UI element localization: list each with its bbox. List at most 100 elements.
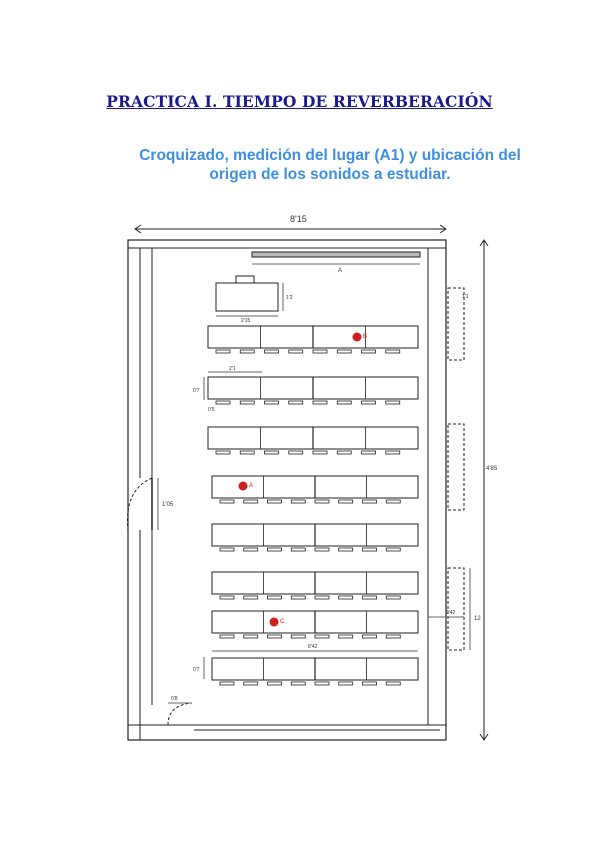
desk-row	[211, 571, 419, 600]
door-label: 1'05	[162, 502, 174, 508]
sound-source-label: A	[249, 483, 253, 489]
sound-source-dot	[269, 617, 279, 627]
chair	[288, 349, 304, 354]
chair	[385, 400, 401, 405]
chair	[215, 450, 231, 455]
chair	[385, 349, 401, 354]
chair	[314, 634, 330, 639]
desk-row	[211, 475, 419, 504]
chair	[385, 595, 401, 600]
height-label: 12	[474, 616, 481, 622]
chair	[239, 450, 255, 455]
desk-row	[207, 426, 419, 455]
row-depth-label: 0'7	[193, 667, 200, 673]
chair	[219, 634, 235, 639]
chair	[288, 400, 304, 405]
chair	[215, 349, 231, 354]
chair	[290, 681, 306, 686]
chair	[267, 634, 282, 639]
chair	[362, 681, 377, 686]
desk-row	[211, 657, 419, 686]
chair	[385, 450, 401, 455]
blackboard	[251, 251, 421, 258]
chair	[362, 547, 377, 552]
chair	[314, 499, 330, 504]
chair	[290, 547, 306, 552]
chair	[243, 681, 259, 686]
chair	[336, 400, 352, 405]
chair	[336, 450, 352, 455]
desk-row	[207, 376, 419, 405]
chair	[362, 634, 377, 639]
chair	[362, 595, 377, 600]
room-outline	[127, 239, 447, 741]
chair	[288, 450, 304, 455]
arrow-down-icon	[479, 733, 489, 741]
window-1	[447, 287, 465, 361]
chair	[312, 450, 328, 455]
chair	[361, 349, 376, 354]
chair	[219, 595, 235, 600]
sound-source-label: C	[280, 619, 285, 625]
chair	[264, 400, 279, 405]
chair	[264, 450, 279, 455]
bottom-door-label: 0'8	[171, 696, 178, 702]
chair	[336, 349, 352, 354]
chair-label: 0'5	[208, 407, 215, 413]
chair	[243, 547, 259, 552]
overall-width-label: 8'15	[290, 214, 307, 224]
subtitle-line-1: Croquizado, medición del lugar (A1) y ub…	[139, 147, 521, 164]
chair	[314, 547, 330, 552]
page-title: PRACTICA I. TIEMPO DE REVERBERACIÓN	[106, 92, 493, 111]
arrow-left-icon	[134, 224, 142, 234]
chair	[290, 595, 306, 600]
chair	[215, 400, 231, 405]
aisle-label: 4'85	[486, 466, 498, 472]
teacher-desk	[215, 282, 279, 312]
chair	[385, 499, 401, 504]
chair	[338, 681, 354, 686]
subtitle-line-2: origen de los sonidos a estudiar.	[209, 166, 451, 183]
bottom-door-swing	[167, 702, 193, 726]
chair	[290, 634, 306, 639]
chair	[267, 595, 282, 600]
desk-width-label: 2'1	[229, 366, 236, 372]
board-label: A	[338, 268, 342, 274]
chair	[219, 499, 235, 504]
chair	[338, 634, 354, 639]
door-swing-arc	[127, 477, 153, 531]
chair	[243, 499, 259, 504]
chair	[290, 499, 306, 504]
chair	[312, 400, 328, 405]
window-gap-label: 0'42	[446, 610, 456, 616]
chair	[264, 349, 279, 354]
desk-row	[207, 325, 419, 354]
chair	[219, 547, 235, 552]
sound-source-dot	[352, 332, 362, 342]
chair	[267, 681, 282, 686]
chair	[361, 400, 376, 405]
arrow-up-icon	[479, 239, 489, 247]
window-label: 1'1	[462, 294, 469, 300]
chair	[338, 547, 354, 552]
chair	[312, 349, 328, 354]
desk-rows	[207, 325, 419, 686]
desk-row	[211, 523, 419, 552]
teacher-desk-width-label: 2'15	[241, 318, 251, 324]
chair	[239, 349, 255, 354]
chair	[219, 681, 235, 686]
chair	[314, 595, 330, 600]
teacher-chair	[235, 275, 255, 284]
page-subtitle: Croquizado, medición del lugar (A1) y ub…	[110, 146, 550, 184]
chair	[338, 499, 354, 504]
teacher-desk-depth-label: 1'2	[286, 295, 293, 301]
chair	[385, 681, 401, 686]
chair	[361, 450, 376, 455]
desk-depth-label: 0'7	[193, 388, 200, 394]
window-2	[447, 423, 465, 511]
row-width-label: 8'42	[308, 644, 318, 650]
chair	[338, 595, 354, 600]
chair	[239, 400, 255, 405]
chair	[385, 547, 401, 552]
